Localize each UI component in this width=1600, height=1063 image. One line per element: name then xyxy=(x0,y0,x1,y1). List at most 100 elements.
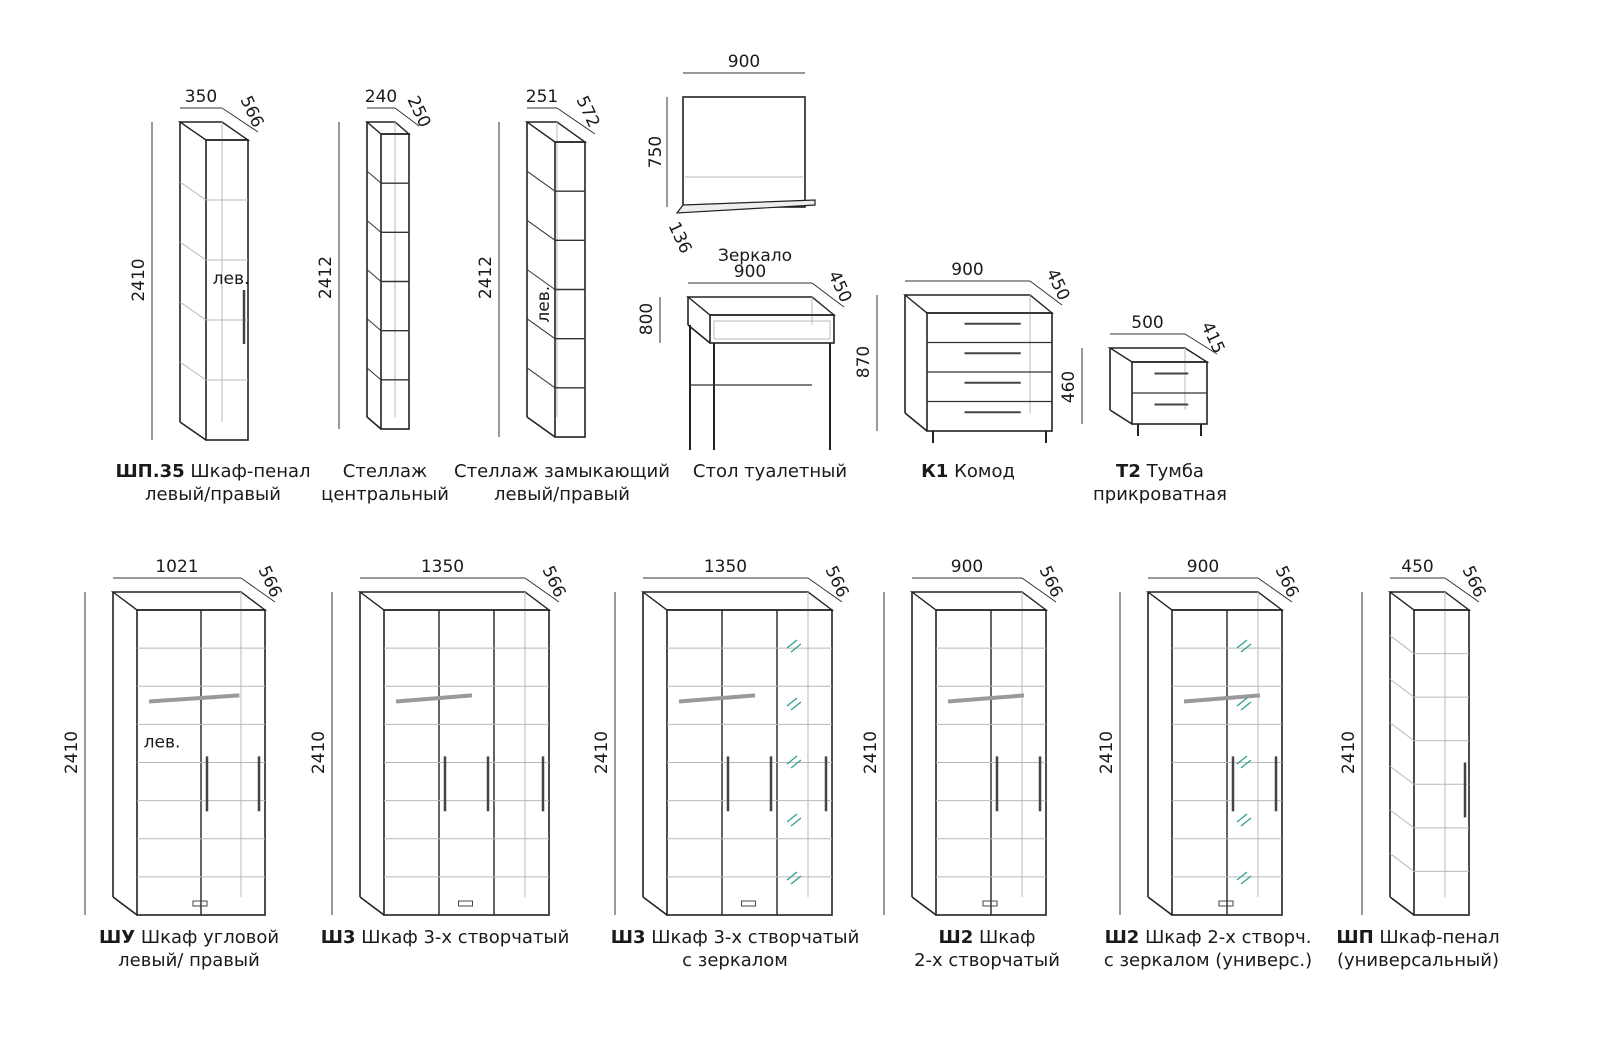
dimension-height: 800 xyxy=(637,303,657,335)
caption-line-2: 2-х створчатый xyxy=(914,950,1060,971)
dimension-depth: 450 xyxy=(824,268,856,306)
dimension-width: 1021 xyxy=(155,557,198,577)
caption-line-1: ШП.35 Шкаф-пенал xyxy=(115,460,310,483)
dimension-width: 900 xyxy=(734,262,766,282)
caption-line-2: прикроватная xyxy=(1093,484,1227,505)
caption-line-1: Т2 Тумба xyxy=(1093,460,1227,483)
item-code: ШУ xyxy=(98,927,136,948)
furniture-item-1: 350 566 2410 лев. xyxy=(129,87,268,441)
caption-line-1: ШУ Шкаф угловой xyxy=(99,926,279,949)
item-caption: К1 Комод xyxy=(921,460,1015,483)
caption-line-2: с зеркалом xyxy=(682,950,788,971)
item-name: Стеллаж замыкающий xyxy=(454,461,670,482)
dimension-depth: 136 xyxy=(664,219,696,257)
furniture-item-11: 900 566 2410 xyxy=(861,557,1067,916)
caption-line-1: Ш2 Шкаф xyxy=(914,926,1060,949)
furniture-item-8: 1021 566 2410 лев. xyxy=(62,557,286,916)
dimension-depth: 566 xyxy=(1035,563,1067,601)
dimension-height: 2412 xyxy=(316,256,336,299)
caption-line-1: Ш3 Шкаф 3-х створчатый xyxy=(611,926,860,949)
dimension-height: 2412 xyxy=(476,256,496,299)
item-caption: ШП Шкаф-пенал(универсальный) xyxy=(1336,926,1499,972)
furniture-item-6: 900 450 870 xyxy=(854,260,1073,443)
caption-line-1: Стеллаж замыкающий xyxy=(454,460,670,483)
item-code: Ш2 xyxy=(1104,927,1140,948)
dimension-depth: 572 xyxy=(572,93,604,131)
item-name: Шкаф угловой xyxy=(140,927,280,948)
item-name: Шкаф-пенал xyxy=(190,461,311,482)
dimension-width: 900 xyxy=(728,52,760,72)
dimension-height: 2410 xyxy=(309,731,329,774)
dimension-width: 251 xyxy=(526,87,558,107)
furniture-item-5: 900 450 800 xyxy=(637,262,855,450)
item-name: Стеллаж xyxy=(342,461,428,482)
dimension-width: 900 xyxy=(951,557,983,577)
dimension-height: 2410 xyxy=(62,731,82,774)
dimension-width: 900 xyxy=(951,260,983,280)
caption-line-1: ШП Шкаф-пенал xyxy=(1336,926,1499,949)
dimension-width: 350 xyxy=(185,87,217,107)
furniture-item-9: 1350 566 2410 xyxy=(309,557,570,916)
dimension-width: 1350 xyxy=(421,557,464,577)
dimension-height: 2410 xyxy=(592,731,612,774)
dimension-height: 870 xyxy=(854,346,874,378)
caption-line-1: Стол туалетный xyxy=(693,460,847,483)
caption-line-1: Ш3 Шкаф 3-х створчатый xyxy=(321,926,570,949)
side-note: лев. xyxy=(213,269,250,289)
dimension-width: 900 xyxy=(1187,557,1219,577)
dimension-depth: 566 xyxy=(236,93,268,131)
dimension-width: 500 xyxy=(1131,313,1163,333)
caption-line-2: левый/правый xyxy=(145,484,281,505)
item-code: Т2 xyxy=(1116,461,1141,482)
dimension-height: 460 xyxy=(1059,371,1079,403)
item-name: Шкаф 3-х створчатый xyxy=(361,927,570,948)
item-caption: Стол туалетный xyxy=(693,460,847,483)
dimension-width: 240 xyxy=(365,87,397,107)
item-name: Зеркало xyxy=(718,246,792,266)
dimension-depth: 566 xyxy=(254,563,286,601)
furniture-item-10: 1350 566 2410 xyxy=(592,557,853,916)
dimension-height: 2410 xyxy=(861,731,881,774)
item-name: Шкаф-пенал xyxy=(1379,927,1500,948)
caption-line-2: центральный xyxy=(321,484,449,505)
caption-line-2: (универсальный) xyxy=(1336,950,1499,971)
caption-line-1: К1 Комод xyxy=(921,460,1015,483)
dimension-height: 2410 xyxy=(129,258,149,301)
dimension-height: 750 xyxy=(646,136,666,168)
item-name: Шкаф 3-х створчатый xyxy=(651,927,860,948)
item-caption: Ш3 Шкаф 3-х створчатый xyxy=(321,926,570,949)
dimension-depth: 450 xyxy=(1042,266,1074,304)
item-name: Шкаф xyxy=(978,927,1036,948)
item-name: Шкаф 2-х створч. xyxy=(1145,927,1312,948)
dimension-depth: 566 xyxy=(1458,563,1490,601)
dimension-depth: 566 xyxy=(821,563,853,601)
item-code: ШП.35 xyxy=(115,461,185,482)
dimension-depth: 566 xyxy=(538,563,570,601)
side-note: лев. xyxy=(144,732,181,752)
item-code: Ш3 xyxy=(610,927,646,948)
item-code: ШП xyxy=(1336,927,1374,948)
item-name: Стол туалетный xyxy=(692,461,848,482)
item-code: Ш2 xyxy=(938,927,974,948)
caption-line-1: Ш2 Шкаф 2-х створч. xyxy=(1104,926,1312,949)
item-code: Ш3 xyxy=(320,927,356,948)
caption-line-1: Стеллаж xyxy=(321,460,449,483)
caption-line-2: с зеркалом (универс.) xyxy=(1103,950,1313,971)
dimension-depth: 566 xyxy=(1271,563,1303,601)
item-name: Тумба xyxy=(1146,461,1204,482)
dimension-width: 1350 xyxy=(704,557,747,577)
